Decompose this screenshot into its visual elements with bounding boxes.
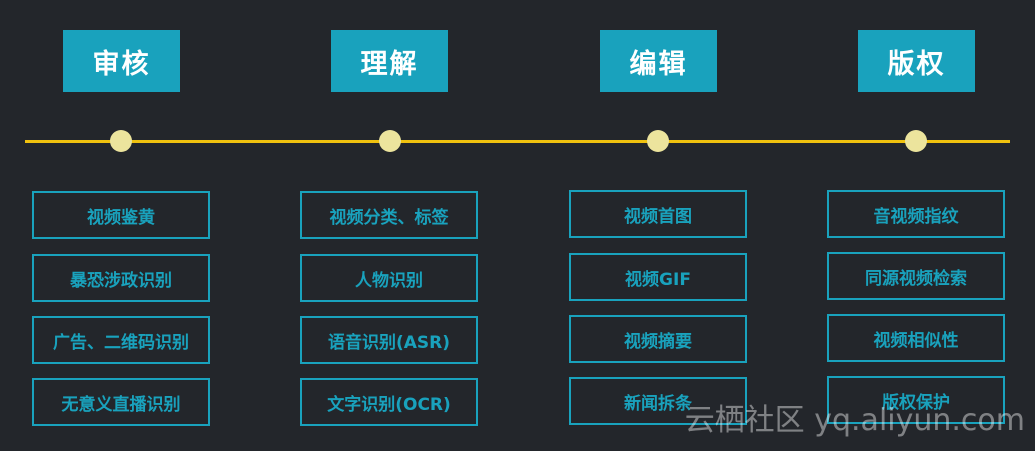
feature-box-news-split: 新闻拆条 <box>569 377 747 425</box>
timeline-node-editing <box>647 130 669 152</box>
feature-box-classify-tag: 视频分类、标签 <box>300 191 478 239</box>
column-header-review: 审核 <box>63 30 180 92</box>
feature-box-fingerprint: 音视频指纹 <box>827 190 1005 238</box>
feature-box-person-recognition: 人物识别 <box>300 254 478 302</box>
timeline-node-understanding <box>379 130 401 152</box>
feature-box-same-source-search: 同源视频检索 <box>827 252 1005 300</box>
watermark: 云栖社区 yq.aliyun.com <box>684 403 1025 438</box>
column-header-understanding: 理解 <box>331 30 448 92</box>
feature-box-summary: 视频摘要 <box>569 315 747 363</box>
feature-box-porn-detection: 视频鉴黄 <box>32 191 210 239</box>
timeline-line <box>25 140 1010 143</box>
column-header-copyright: 版权 <box>858 30 975 92</box>
feature-box-terror-politics: 暴恐涉政识别 <box>32 254 210 302</box>
feature-box-cover-image: 视频首图 <box>569 190 747 238</box>
feature-box-ad-qrcode: 广告、二维码识别 <box>32 316 210 364</box>
feature-box-similarity: 视频相似性 <box>827 314 1005 362</box>
feature-box-asr: 语音识别(ASR) <box>300 316 478 364</box>
feature-box-gif: 视频GIF <box>569 253 747 301</box>
column-header-editing: 编辑 <box>600 30 717 92</box>
feature-box-ocr: 文字识别(OCR) <box>300 378 478 426</box>
feature-box-copyright-protection: 版权保护 <box>827 376 1005 424</box>
timeline-node-copyright <box>905 130 927 152</box>
feature-box-meaningless-live: 无意义直播识别 <box>32 378 210 426</box>
timeline-node-review <box>110 130 132 152</box>
